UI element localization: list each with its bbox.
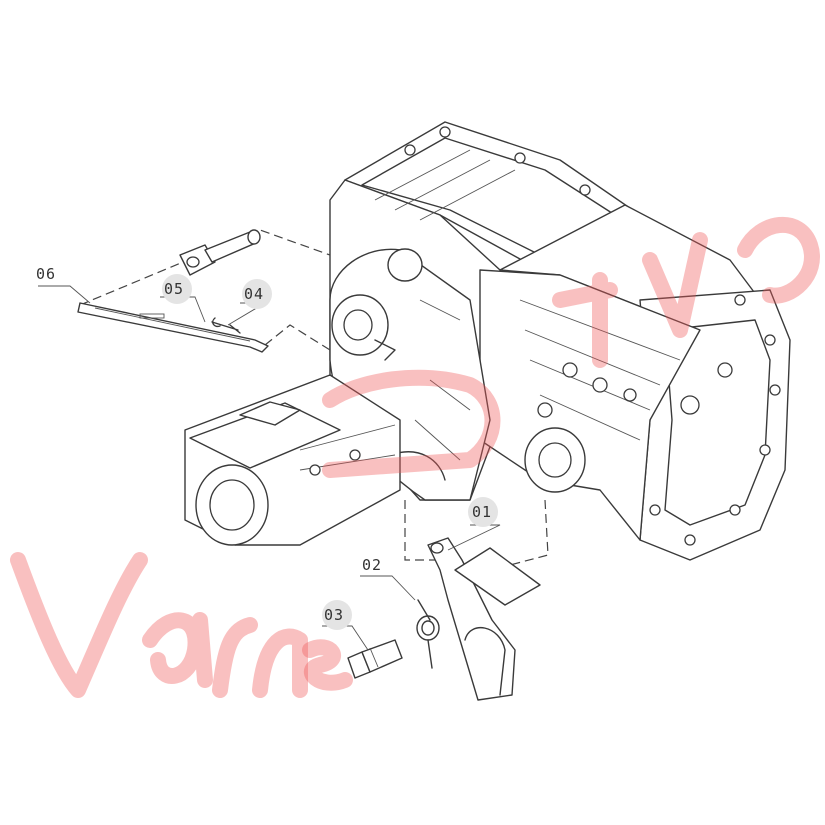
- hex-bolt: [347, 639, 403, 679]
- axle-housing: [184, 374, 401, 546]
- watermark-logo: [10, 216, 820, 698]
- small-clip: [211, 317, 241, 334]
- callout-05: 05: [164, 280, 185, 298]
- callout-04-bubble: [242, 279, 272, 309]
- callout-04: 04: [244, 285, 265, 303]
- callout-05-bubble: [162, 274, 192, 304]
- callout-02: 02: [362, 556, 383, 574]
- callout-01: 01: [472, 503, 493, 521]
- callout-01-bubble: [468, 497, 498, 527]
- pedal-lever: [427, 537, 541, 701]
- callout-03-bubble: [322, 600, 352, 630]
- callout-06: 06: [36, 265, 57, 283]
- callout-03: 03: [324, 606, 345, 624]
- bracket-pin: [139, 229, 261, 319]
- shaft-rod: [77, 302, 269, 353]
- torsion-spring: [416, 599, 440, 669]
